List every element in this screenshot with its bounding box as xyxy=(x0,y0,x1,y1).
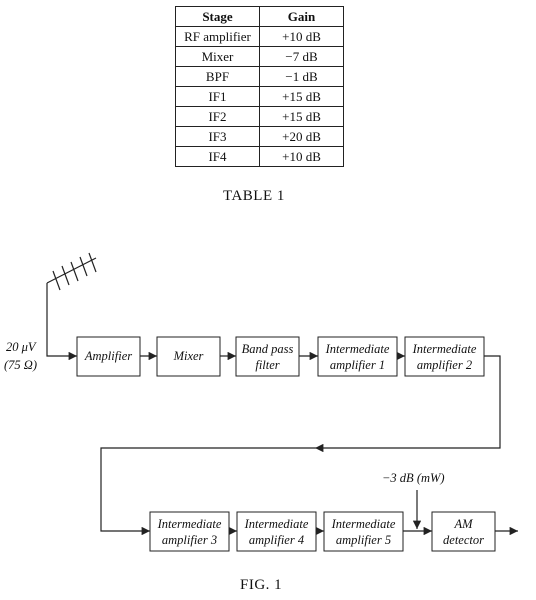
block-label-line1: Intermediate xyxy=(412,342,477,356)
block-label-line2: filter xyxy=(255,358,279,372)
block-am-detector: AM detector xyxy=(431,511,496,552)
block-label: Mixer xyxy=(173,349,204,363)
block-label-line1: AM xyxy=(453,517,473,531)
gain-cell: +20 dB xyxy=(259,126,344,147)
block-label-line2: amplifier 2 xyxy=(417,358,472,372)
block-band-pass-filter: Band pass filter xyxy=(235,336,300,377)
block-amplifier: Amplifier xyxy=(76,336,141,377)
table-row: IF3 +20 dB xyxy=(175,126,344,147)
antenna-icon xyxy=(46,252,97,361)
block-label-line2: amplifier 3 xyxy=(162,533,217,547)
block-label-line1: Intermediate xyxy=(244,517,309,531)
table-row: IF4 +10 dB xyxy=(175,146,344,167)
block-label-line1: Intermediate xyxy=(325,342,390,356)
gain-cell: +15 dB xyxy=(259,86,344,107)
stage-cell: Mixer xyxy=(175,46,260,67)
table-row: IF1 +15 dB xyxy=(175,86,344,107)
block-intermediate-amplifier-4: Intermediate amplifier 4 xyxy=(236,511,317,552)
stage-cell: IF4 xyxy=(175,146,260,167)
block-intermediate-amplifier-1: Intermediate amplifier 1 xyxy=(317,336,398,377)
block-label-line2: amplifier 5 xyxy=(336,533,391,547)
return-arrow xyxy=(315,355,501,453)
feed-arrow xyxy=(100,447,315,536)
block-intermediate-amplifier-3: Intermediate amplifier 3 xyxy=(149,511,230,552)
block-label-line2: detector xyxy=(443,533,484,547)
block-label-line1: Intermediate xyxy=(331,517,396,531)
table-caption: TABLE 1 xyxy=(223,188,285,204)
table-row: Mixer −7 dB xyxy=(175,46,344,67)
stage-cell: IF3 xyxy=(175,126,260,147)
block-intermediate-amplifier-5: Intermediate amplifier 5 xyxy=(323,511,404,552)
block-label: Amplifier xyxy=(84,349,132,363)
block-label-line1: Intermediate xyxy=(157,517,222,531)
injection-label: −3 dB (mW) xyxy=(382,471,445,485)
block-intermediate-amplifier-2: Intermediate amplifier 2 xyxy=(404,336,485,377)
gain-table: Stage Gain RF amplifier +10 dB Mixer −7 … xyxy=(175,6,344,167)
input-voltage-label: 20 μV xyxy=(6,340,37,354)
gain-cell: +10 dB xyxy=(259,146,344,167)
block-label-line2: amplifier 1 xyxy=(330,358,385,372)
figure-caption: FIG. 1 xyxy=(240,577,283,593)
block-mixer: Mixer xyxy=(156,336,221,377)
input-impedance-label: (75 Ω) xyxy=(4,358,37,372)
block-label-line1: Band pass xyxy=(242,342,294,356)
block-label-line2: amplifier 4 xyxy=(249,533,304,547)
